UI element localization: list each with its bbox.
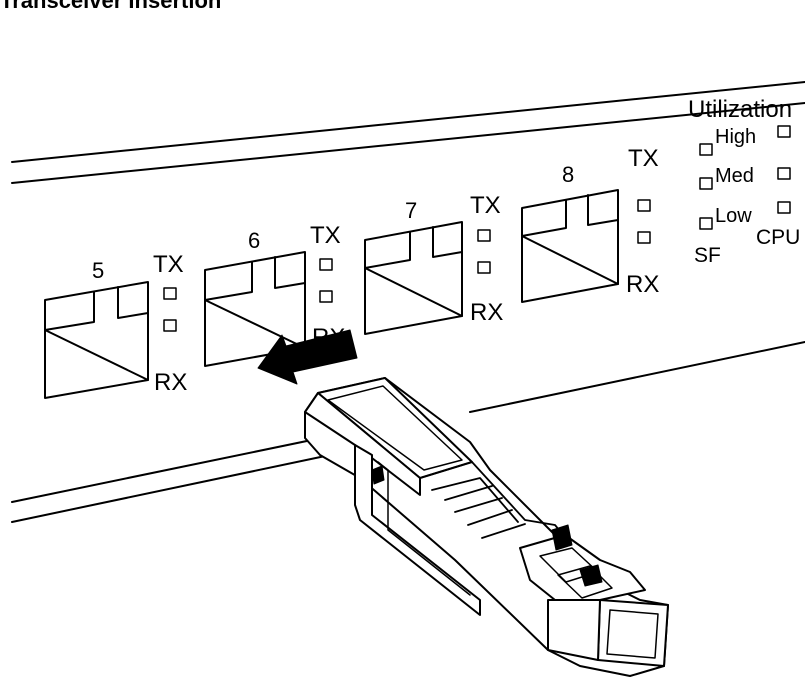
utilization-low-led-right — [777, 201, 791, 214]
port-7-number: 7 — [405, 198, 417, 223]
module-latch-detail — [419, 461, 601, 581]
utilization-med-led-right — [777, 167, 791, 180]
utilization-low-label: Low — [715, 205, 752, 227]
port-7: 7 TX RX — [364, 192, 503, 335]
port-5-number: 5 — [92, 258, 104, 283]
port-7-rx-led — [477, 261, 491, 274]
utilization-heading: Utilization — [688, 96, 792, 123]
panel-bottom-edge-inner — [11, 454, 331, 523]
port-7-tx-label: TX — [470, 192, 501, 219]
port-7-rx-label: RX — [470, 299, 503, 326]
module-side-face — [304, 392, 421, 496]
port-8-tx-label: TX — [628, 145, 659, 172]
port-8-cage — [521, 189, 619, 303]
port-5-tx-led — [163, 287, 177, 300]
utilization-med-label: Med — [715, 165, 754, 187]
sfp-transceiver-module — [304, 377, 669, 677]
port-6: 6 TX RX — [204, 222, 345, 367]
port-5-cage — [44, 281, 149, 399]
port-6-tx-led — [319, 258, 333, 271]
port-8-rx-label: RX — [626, 271, 659, 298]
port-8-number: 8 — [562, 162, 574, 187]
figure-title: Transceiver Insertion — [0, 0, 222, 13]
port-5-rx-led — [163, 319, 177, 332]
port-6-tx-label: TX — [310, 222, 341, 249]
utilization-sf-label: SF — [694, 244, 721, 267]
port-8-rx-led — [637, 231, 651, 244]
port-6-rx-led — [319, 290, 333, 303]
port-7-tx-led — [477, 229, 491, 242]
utilization-high-led-left — [699, 143, 713, 156]
utilization-high-led-right — [777, 125, 791, 138]
utilization-panel: Utilization High Med Low SF CPU — [688, 96, 800, 267]
port-8-tx-led — [637, 199, 651, 212]
utilization-cpu-label: CPU — [756, 226, 800, 249]
utilization-med-led-left — [699, 177, 713, 190]
module-side-slot — [354, 444, 481, 616]
port-7-cage — [364, 221, 463, 335]
port-6-number: 6 — [248, 228, 260, 253]
panel-bottom-edge — [11, 341, 805, 503]
switch-front-panel — [11, 81, 805, 523]
panel-top-edge — [11, 81, 805, 163]
insert-direction-arrow — [257, 329, 358, 385]
port-5-rx-label: RX — [154, 369, 187, 396]
port-8: 8 TX RX — [521, 145, 659, 303]
utilization-low-led-left — [699, 217, 713, 230]
port-5-tx-label: TX — [153, 251, 184, 278]
panel-top-edge-inner — [11, 102, 805, 184]
port-5: 5 TX RX — [44, 251, 187, 399]
utilization-high-label: High — [715, 126, 756, 148]
